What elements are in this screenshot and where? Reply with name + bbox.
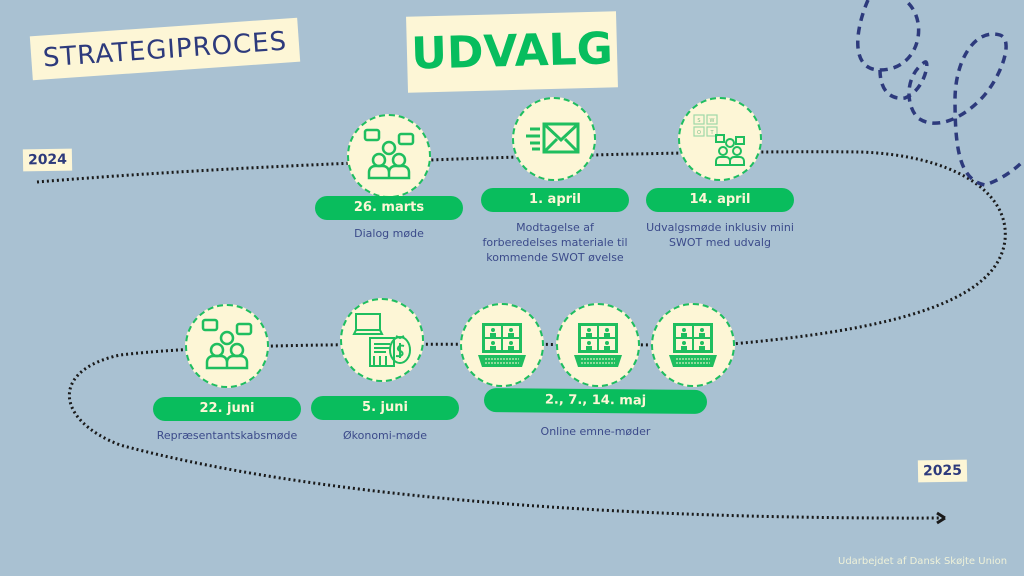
event-date-pill: 5. juni (311, 396, 459, 420)
event-date-pill: 22. juni (153, 397, 301, 421)
page-title: UDVALG (406, 11, 618, 93)
event-description: Online emne-møder (540, 425, 651, 438)
swot-meeting-icon: S W O T (693, 114, 745, 166)
event-description: Udvalgsmøde inklusiv mini SWOT med udval… (646, 221, 794, 249)
swot-t: T (709, 130, 714, 136)
doodle-scribble-icon (856, 0, 1024, 187)
swot-w: W (710, 118, 715, 124)
event-description: Økonomi-møde (342, 429, 427, 442)
event-icon-circle (185, 304, 269, 388)
event-description: Modtagelse af forberedelses materiale ti… (482, 221, 628, 264)
video-call-laptop-icon (669, 323, 717, 367)
event-icon-circle (651, 303, 735, 387)
event-description: Dialog møde (354, 227, 424, 240)
finance-icon (352, 313, 411, 367)
event-date-pill: 2., 7., 14. maj (483, 388, 708, 414)
video-call-laptop-icon (478, 323, 526, 367)
year-end-label: 2025 (917, 459, 968, 483)
credit-text: Udarbejdet af Dansk Skøjte Union (838, 556, 1008, 567)
year-start-label: 2024 (22, 148, 73, 172)
swot-o: O (697, 130, 701, 136)
arrow-head-icon (936, 511, 946, 525)
event-date-pill: 1. april (481, 188, 629, 212)
event-description: Repræsentantskabsmøde (156, 429, 298, 442)
event-icon-circle (512, 97, 596, 181)
event-date-pill: 26. marts (315, 196, 463, 220)
event-icon-circle (556, 303, 640, 387)
envelope-icon (526, 122, 580, 154)
event-icon-circle (460, 303, 544, 387)
dialog-meeting-icon (201, 318, 253, 370)
event-icon-circle (340, 298, 424, 382)
dialog-meeting-icon (363, 128, 415, 180)
event-icon-circle: S W O T (678, 97, 762, 181)
event-date-pill: 14. april (646, 188, 794, 212)
event-icon-circle (347, 114, 431, 198)
swot-s: S (697, 118, 700, 124)
video-call-laptop-icon (574, 323, 622, 367)
